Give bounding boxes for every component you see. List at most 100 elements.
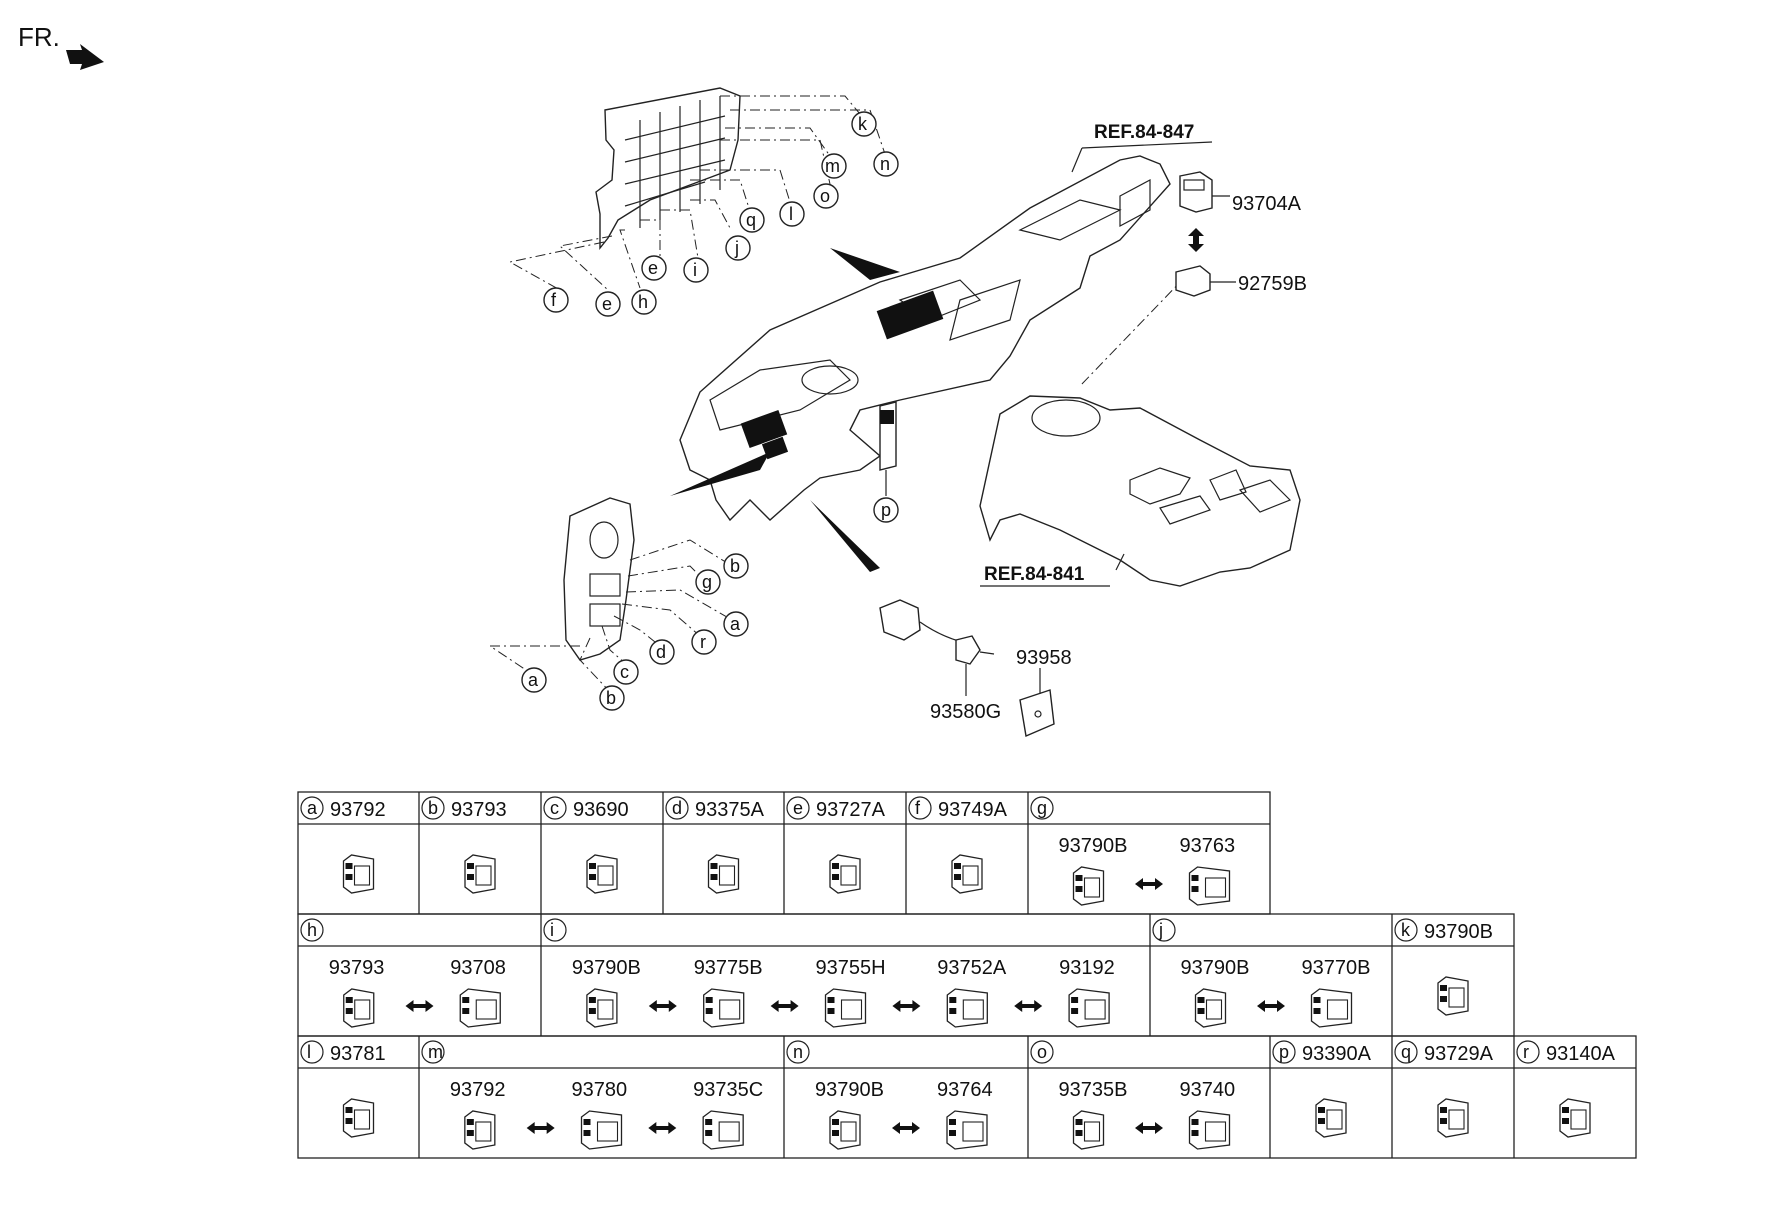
swap-arrow-icon [1257,1000,1285,1012]
switch-icon [1188,1110,1231,1150]
cell-part-number: 93140A [1546,1043,1616,1065]
cell-letter: k [1401,920,1411,940]
option-part-number: 93763 [1180,835,1236,857]
swap-arrow-icon [892,1000,921,1012]
switch-icon [1437,976,1469,1016]
right-switch-pair: 93704A 92759B [1175,171,1307,297]
switch-icon [1194,988,1227,1028]
switch-icon [1188,866,1231,906]
svg-text:j: j [734,238,739,258]
cell-part-number: 93790B [1424,921,1493,943]
callout-p: p [881,500,891,520]
switch-icon [707,854,740,894]
label-93704A: 93704A [1232,193,1302,215]
option-part-number: 93764 [937,1079,993,1101]
svg-text:e: e [648,258,658,278]
wire-connector-assembly: 93580G 93958 [879,599,1072,737]
option-part-number: 93740 [1180,1079,1236,1101]
cell-letter: j [1158,920,1163,940]
svg-text:r: r [700,632,706,652]
swap-arrow-icon [1135,1122,1163,1134]
svg-text:n: n [880,154,890,174]
cell-part-number: 93690 [573,799,629,821]
option-part-number: 93752A [937,957,1007,979]
option-part-number: 93790B [1059,835,1128,857]
label-93958: 93958 [1016,647,1072,669]
cell-letter: l [307,1042,311,1062]
svg-text:b: b [730,556,740,576]
cell-letter: h [307,920,317,940]
svg-text:a: a [528,670,539,690]
cell-part-number: 93375A [695,799,765,821]
cell-letter: n [793,1042,803,1062]
switch-icon [703,988,745,1028]
switch-icon [343,988,375,1028]
lower-callouts: b g a r d c b a [521,553,749,711]
switch-icon [1310,988,1353,1028]
svg-text:k: k [858,114,868,134]
cell-part-number: 93727A [816,799,886,821]
cell-letter: m [428,1042,443,1062]
option-part-number: 93775B [694,957,763,979]
cell-letter: a [307,798,318,818]
option-part-number: 93735B [1059,1079,1128,1101]
table-cell-f: f 93749A [908,796,1008,894]
switch-icon [829,1110,861,1150]
cell-part-number: 93793 [451,799,507,821]
cell-letter: p [1279,1042,1289,1062]
cell-letter: i [550,920,554,940]
switch-icon [946,988,988,1028]
label-92759B: 92759B [1238,273,1307,295]
switch-icon [946,1110,988,1150]
switch-icon [1559,1098,1591,1138]
option-part-number: 93770B [1302,957,1371,979]
table-cell-a: a 93792 [300,796,386,894]
upper-callouts: k n m o l q j i e h e f [543,111,899,317]
svg-text:g: g [702,572,712,592]
switch-icon [1072,866,1105,906]
cell-part-number: 93749A [938,799,1008,821]
svg-text:b: b [606,688,616,708]
console: REF.84-841 [979,275,1301,587]
cell-letter: b [428,798,438,818]
swap-arrow-icon [526,1122,555,1134]
switch-icon [1315,1098,1347,1138]
switch-icon [1437,1098,1469,1138]
option-part-number: 93735C [693,1079,763,1101]
switch-icon [464,854,496,894]
switch-icon [459,988,501,1028]
cell-letter: q [1401,1042,1411,1062]
switch-icon [1068,988,1110,1028]
swap-arrow-icon [892,1122,920,1134]
option-part-number: 93792 [450,1079,506,1101]
cell-letter: c [550,798,559,818]
swap-arrow-icon [1014,1000,1043,1012]
cell-part-number: 93390A [1302,1043,1372,1065]
switch-icon [580,1110,623,1150]
svg-text:e: e [602,294,612,314]
switch-icon [829,854,861,894]
table-cell-l: l 93781 [300,1040,386,1138]
cell-part-number: 93781 [330,1043,386,1065]
option-part-number: 93790B [572,957,641,979]
front-marker-text: FR. [18,22,60,52]
svg-text:c: c [620,662,629,682]
option-part-number: 93790B [1181,957,1250,979]
svg-text:l: l [789,204,793,224]
switch-icon [464,1110,496,1150]
table-cell-j: j 93790B 93770B [1152,918,1371,1028]
lower-switch-panel: b g a r d c b a [488,497,749,711]
cell-part-number: 93792 [330,799,386,821]
option-part-number: 93793 [329,957,385,979]
cell-letter: f [915,798,921,818]
svg-text:q: q [746,210,756,230]
